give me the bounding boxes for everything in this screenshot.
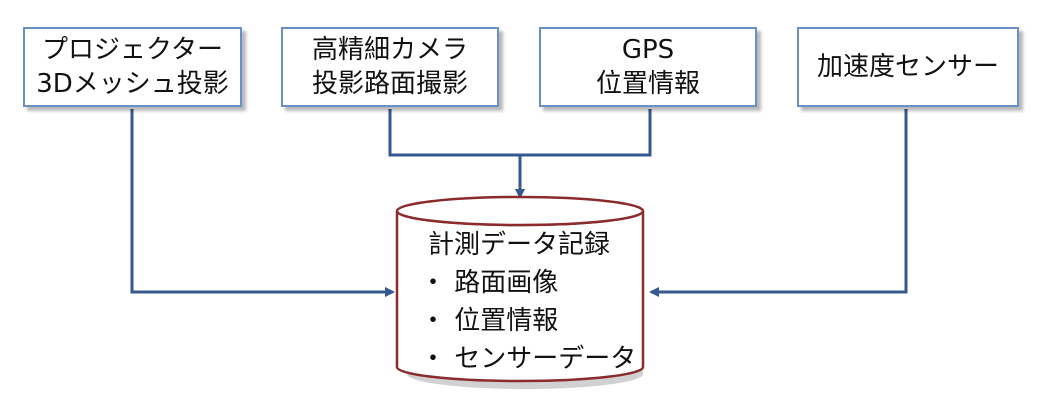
camera-label: 高精細カメラ [311,35,468,65]
database-item-position: ・ 位置情報 [420,306,559,336]
camera-box: 高精細カメラ 投影路面撮影 [281,27,499,107]
camera-sublabel: 投影路面撮影 [311,69,468,99]
camera-connector [388,109,520,157]
database-item-sensor-data: ・ センサーデータ [420,344,637,374]
database-content: 計測データ記録 ・ 路面画像 ・ 位置情報 ・ センサーデータ [420,226,650,378]
projector-label: プロジェクター [42,35,223,65]
projector-arrow [130,109,395,297]
database-title: 計測データ記録 [428,230,611,260]
projector-sublabel: 3Dメッシュ投影 [36,69,229,99]
accel-arrow [649,109,908,297]
gps-connector [520,109,652,157]
accelerometer-box: 加速度センサー [797,27,1019,107]
accelerometer-label: 加速度センサー [816,52,999,82]
gps-label: GPS [621,35,675,65]
database-cylinder [395,195,645,389]
database-item-road-image: ・ 路面画像 [420,268,559,298]
projector-box: プロジェクター 3Dメッシュ投影 [23,27,242,107]
gps-box: GPS 位置情報 [539,27,757,107]
gps-sublabel: 位置情報 [595,69,700,99]
